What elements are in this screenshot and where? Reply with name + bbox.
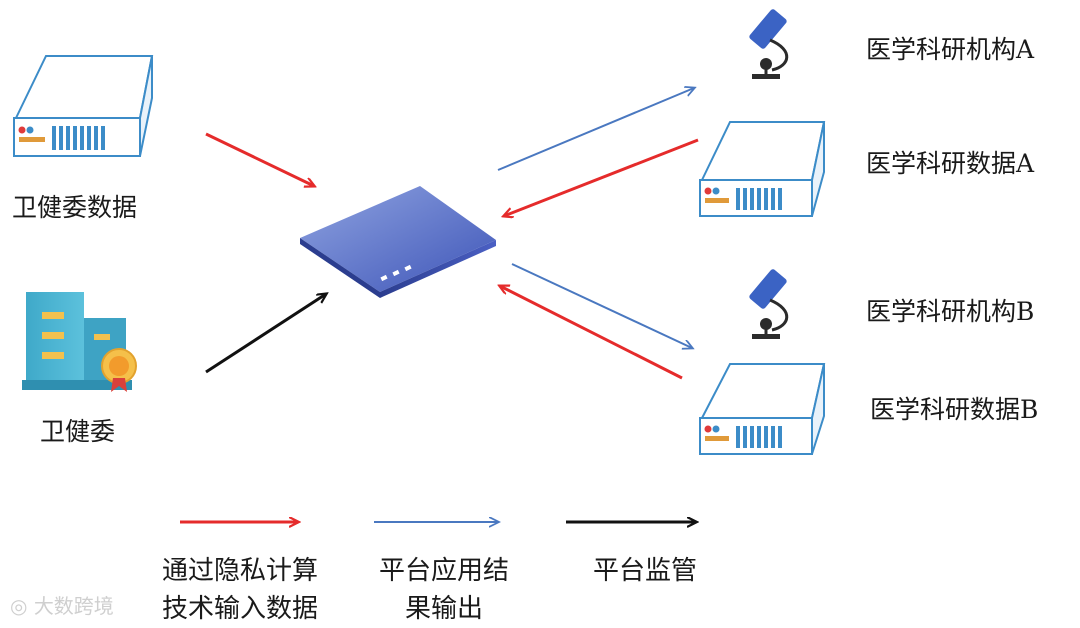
legend-blue-line2: 果输出 [404,594,483,624]
arrow-black-commission-to-hub [205,294,326,374]
label-data-a: 医学科研数据A [866,149,1035,178]
legend-red-line1: 通过隐私计算 [161,556,318,586]
arrow-blue-hub-to-inst-a [497,88,694,171]
server-icon-data-a [699,121,826,217]
legend-label-black: 平台监管 [580,552,710,590]
microscope-icon-b [749,269,789,339]
label-health-commission: 卫健委 [40,417,116,446]
watermark-logo-icon: ◎ [10,594,34,618]
label-data-b: 医学科研数据B [870,395,1039,424]
arrow-red-data-a-to-hub [504,138,699,216]
server-icon-data-b [699,363,826,455]
platform-hub-icon [300,186,496,298]
label-inst-b: 医学科研机构B [866,297,1035,326]
building-icon-health-commission [22,292,137,392]
arrow-blue-hub-to-inst-b [511,263,692,348]
label-inst-a: 医学科研机构A [866,35,1035,64]
legend-black-line1: 平台监管 [592,556,697,586]
legend-red-line2: 技术输入数据 [161,594,318,624]
arrow-red-data-b-to-hub [500,286,683,380]
label-health-data: 卫健委数据 [12,193,138,222]
legend-label-red: 通过隐私计算 技术输入数据 [150,552,330,628]
watermark: ◎ 大数跨境 [10,590,114,619]
legend-blue-line1: 平台应用结 [378,556,509,586]
legend-label-blue: 平台应用结 果输出 [364,552,524,628]
watermark-text: 大数跨境 [33,594,114,618]
arrow-red-health-data-to-hub [205,132,314,186]
microscope-icon-a [749,9,789,79]
server-icon-health-data [13,55,154,157]
